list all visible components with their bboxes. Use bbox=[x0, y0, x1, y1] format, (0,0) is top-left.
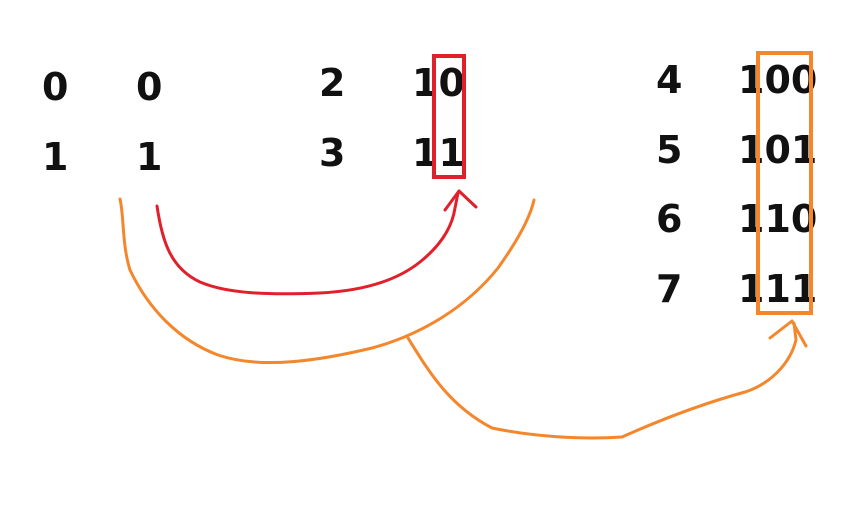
decimal-3: 3 bbox=[319, 131, 346, 175]
orange-arrow-head bbox=[768, 319, 808, 348]
binary-110: 110 bbox=[738, 197, 818, 241]
decimal-6: 6 bbox=[656, 197, 683, 241]
binary-111: 111 bbox=[738, 267, 818, 311]
binary-0: 0 bbox=[136, 65, 163, 109]
binary-101: 101 bbox=[738, 128, 818, 172]
binary-1: 1 bbox=[136, 135, 163, 179]
decimal-7: 7 bbox=[656, 267, 683, 311]
red-highlight-box bbox=[432, 54, 466, 179]
orange-arrow-curve bbox=[406, 321, 798, 440]
red-arrow-curve bbox=[155, 191, 460, 296]
decimal-1: 1 bbox=[42, 135, 69, 179]
decimal-5: 5 bbox=[656, 128, 683, 172]
binary-10: 10 bbox=[412, 61, 465, 105]
decimal-2: 2 bbox=[319, 61, 346, 105]
orange-bracket-curve bbox=[118, 197, 536, 365]
orange-highlight-box bbox=[756, 51, 813, 315]
decimal-4: 4 bbox=[656, 58, 683, 102]
decimal-0: 0 bbox=[42, 65, 69, 109]
binary-11: 11 bbox=[412, 131, 465, 175]
binary-100: 100 bbox=[738, 58, 818, 102]
red-arrow-head bbox=[443, 189, 478, 212]
